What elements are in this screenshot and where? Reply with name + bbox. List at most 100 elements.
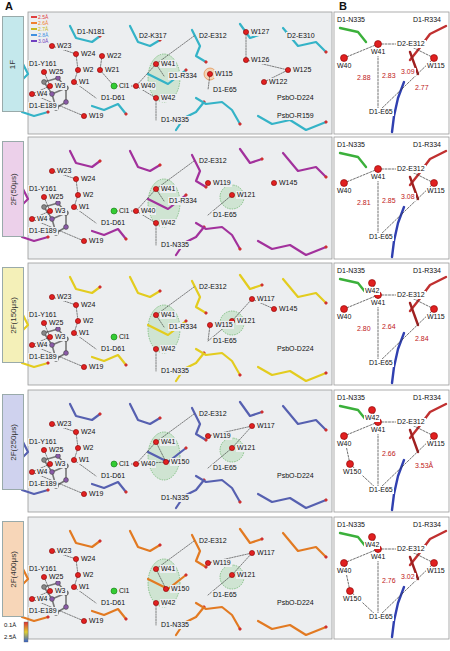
water-label: W41 <box>370 173 386 181</box>
row-tab: 2F(400μs) <box>2 521 24 617</box>
water-label: W3 <box>54 460 67 468</box>
water-label: W2 <box>82 444 95 452</box>
water-label: W121 <box>236 191 256 199</box>
water-label: W24 <box>80 175 96 183</box>
water-label: W25 <box>48 193 64 201</box>
water-label: W1 <box>78 456 91 464</box>
water-label: W115 <box>426 62 446 70</box>
residue-label: D1-R334 <box>412 141 442 149</box>
residue-label: PsbO-D224 <box>276 599 315 607</box>
water-label: W4 <box>36 215 49 223</box>
water-label: W121 <box>236 444 256 452</box>
scale-label: 2.5Å <box>3 634 17 641</box>
water-label: W41 <box>160 185 176 193</box>
water-label: W150 <box>170 585 190 593</box>
legend-swatch <box>31 28 37 30</box>
distance-label: 2.81 <box>356 199 372 207</box>
distance-label: 2.77 <box>414 84 430 92</box>
distance-label: 2.66 <box>381 450 397 458</box>
residue-label: D1-E189 <box>28 607 58 615</box>
row-tab: 2F(250μs) <box>2 394 24 490</box>
water-label: W42 <box>364 541 380 549</box>
row-tab: 1F <box>2 16 24 112</box>
row-label: 1F <box>9 59 18 68</box>
distance-legend: 2.5Å2.6Å2.7Å2.8Å3.0Å <box>31 14 48 44</box>
residue-label: D1-R334 <box>412 267 442 275</box>
water-label: W22 <box>106 52 122 60</box>
residue-label: PsbO-R159 <box>276 112 315 120</box>
water-label: W25 <box>48 446 64 454</box>
distance-label: 2.88 <box>356 74 372 82</box>
water-label: W41 <box>370 299 386 307</box>
residue-label: D2-E312 <box>198 157 228 165</box>
residue-label: D1-E65 <box>212 337 238 345</box>
water-label: W150 <box>342 595 362 603</box>
residue-label: D1-N335 <box>160 241 190 249</box>
residue-label: D1-N335 <box>160 621 190 629</box>
water-label: W42 <box>160 219 176 227</box>
residue-label: D1-Y161 <box>28 185 58 193</box>
residue-label: D1-Y161 <box>28 60 58 68</box>
legend-entry: 3.0Å <box>31 38 48 44</box>
residue-label: D1-N335 <box>336 16 366 24</box>
water-label: W115 <box>426 313 446 321</box>
water-label: W1 <box>78 78 91 86</box>
water-label: W25 <box>48 319 64 327</box>
residue-label: Cl1 <box>118 587 131 595</box>
water-label: W40 <box>140 82 156 90</box>
water-label: W2 <box>82 317 95 325</box>
water-label: W3 <box>54 82 67 90</box>
row-label: 2F(250μs) <box>9 424 18 461</box>
water-label: W40 <box>336 440 352 448</box>
residue-label: Cl1 <box>118 460 131 468</box>
residue-label: D1-N335 <box>336 394 366 402</box>
residue-label: D1-R334 <box>412 16 442 24</box>
water-label: W42 <box>364 414 380 422</box>
water-label: W2 <box>82 571 95 579</box>
water-label: W115 <box>214 70 234 78</box>
water-label: W1 <box>78 329 91 337</box>
water-label: W40 <box>140 207 156 215</box>
residue-label: D1-E65 <box>212 464 238 472</box>
residue-label: D2-K317 <box>138 32 168 40</box>
residue-label: D1-R334 <box>168 72 198 80</box>
residue-label: D2-E312 <box>198 537 228 545</box>
water-label: W1 <box>78 203 91 211</box>
water-label: W150 <box>342 468 362 476</box>
water-label: W41 <box>160 565 176 573</box>
water-label: W19 <box>88 112 104 120</box>
legend-swatch <box>31 34 37 36</box>
water-label: W41 <box>160 60 176 68</box>
water-label: W2 <box>82 66 95 74</box>
legend-swatch <box>31 16 37 18</box>
residue-label: D1-N181 <box>76 28 106 36</box>
water-label: W40 <box>336 62 352 70</box>
water-label: W4 <box>36 341 49 349</box>
water-label: W24 <box>80 428 96 436</box>
water-label: W115 <box>214 321 234 329</box>
water-label: W41 <box>160 311 176 319</box>
water-label: W41 <box>370 426 386 434</box>
water-label: W25 <box>48 68 64 76</box>
distance-label: 2.85 <box>381 197 397 205</box>
residue-label: Cl1 <box>118 207 131 215</box>
residue-label: D1-D61 <box>100 345 126 353</box>
water-label: W24 <box>80 50 96 58</box>
residue-label: D1-N335 <box>336 141 366 149</box>
distance-label: 3.53Å <box>414 462 434 470</box>
residue-label: PsbO-D224 <box>276 472 315 480</box>
distance-label: 3.09 <box>400 68 416 76</box>
water-label: W126 <box>250 56 270 64</box>
legend-entry: 2.8Å <box>31 32 48 38</box>
water-label: W21 <box>104 66 120 74</box>
water-label: W115 <box>426 440 446 448</box>
row-tab: 2F(150μs) <box>2 267 24 363</box>
residue-label: D1-D61 <box>100 219 126 227</box>
water-label: W19 <box>88 490 104 498</box>
residue-label: Cl1 <box>118 333 131 341</box>
residue-label: D2-E312 <box>198 410 228 418</box>
scale-label: 0.1Å <box>3 622 17 629</box>
residue-label: D1-N335 <box>160 494 190 502</box>
legend-text: 2.5Å <box>38 14 48 20</box>
water-label: W23 <box>56 293 72 301</box>
